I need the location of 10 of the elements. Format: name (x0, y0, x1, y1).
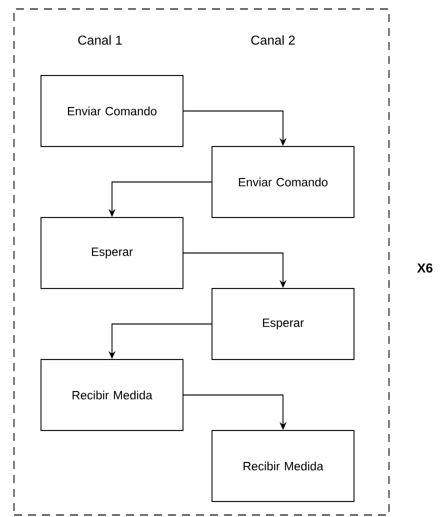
column-heading: Canal 2 (251, 35, 295, 45)
dashed-frame (14, 8, 390, 516)
process-box: Enviar Comando (40, 75, 184, 147)
process-box: Recibir Medida (212, 430, 354, 502)
column-heading: Canal 1 (78, 35, 122, 45)
process-box: Esperar (40, 217, 184, 289)
process-box: Esperar (212, 288, 354, 360)
process-box: Enviar Comando (212, 146, 354, 218)
multiplier-label: X6 (417, 263, 432, 273)
process-box: Recibir Medida (40, 359, 184, 431)
